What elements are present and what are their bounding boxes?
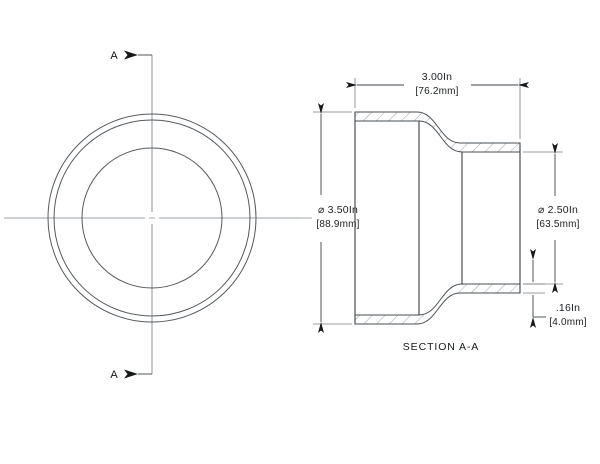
outer-diameter-circle bbox=[47, 113, 257, 323]
upper-wall-hatch bbox=[354, 111, 521, 153]
cut-mark-top-label: A bbox=[110, 50, 118, 62]
section-interior-edges bbox=[354, 112, 521, 324]
bore-circle bbox=[81, 147, 223, 289]
section-label: SECTION A-A bbox=[403, 341, 479, 353]
cut-mark-bottom: A bbox=[110, 369, 152, 381]
inner-diameter-inch-label: ⌀ 2.50In bbox=[538, 204, 578, 216]
upper-wall-section bbox=[354, 111, 521, 153]
inner-diameter-dimension: ⌀ 2.50In [63.5mm] bbox=[523, 143, 579, 293]
overall-length-dimension: 3.00In [76.2mm] bbox=[346, 71, 529, 139]
overall-length-inch-label: 3.00In bbox=[422, 71, 452, 83]
lower-wall-section bbox=[354, 283, 521, 325]
inner-diameter-metric-label: [63.5mm] bbox=[536, 219, 579, 230]
outer-diameter-metric-label: [88.9mm] bbox=[316, 219, 359, 230]
outer-diameter-inch-label: ⌀ 3.50In bbox=[318, 204, 358, 216]
mid-diameter-circle bbox=[53, 119, 251, 317]
lower-wall-hatch bbox=[354, 283, 521, 325]
overall-length-metric-label: [76.2mm] bbox=[415, 86, 458, 97]
cut-mark-top: A bbox=[110, 50, 152, 62]
cut-mark-bottom-label: A bbox=[110, 369, 118, 381]
wall-thickness-inch-label: .16In bbox=[556, 302, 580, 314]
wall-thickness-dimension: .16In [4.0mm] bbox=[523, 249, 587, 328]
outer-diameter-dimension: ⌀ 3.50In [88.9mm] bbox=[313, 103, 359, 333]
wall-thickness-metric-label: [4.0mm] bbox=[549, 317, 587, 328]
section-view bbox=[300, 111, 521, 325]
front-view: A A bbox=[4, 50, 300, 381]
